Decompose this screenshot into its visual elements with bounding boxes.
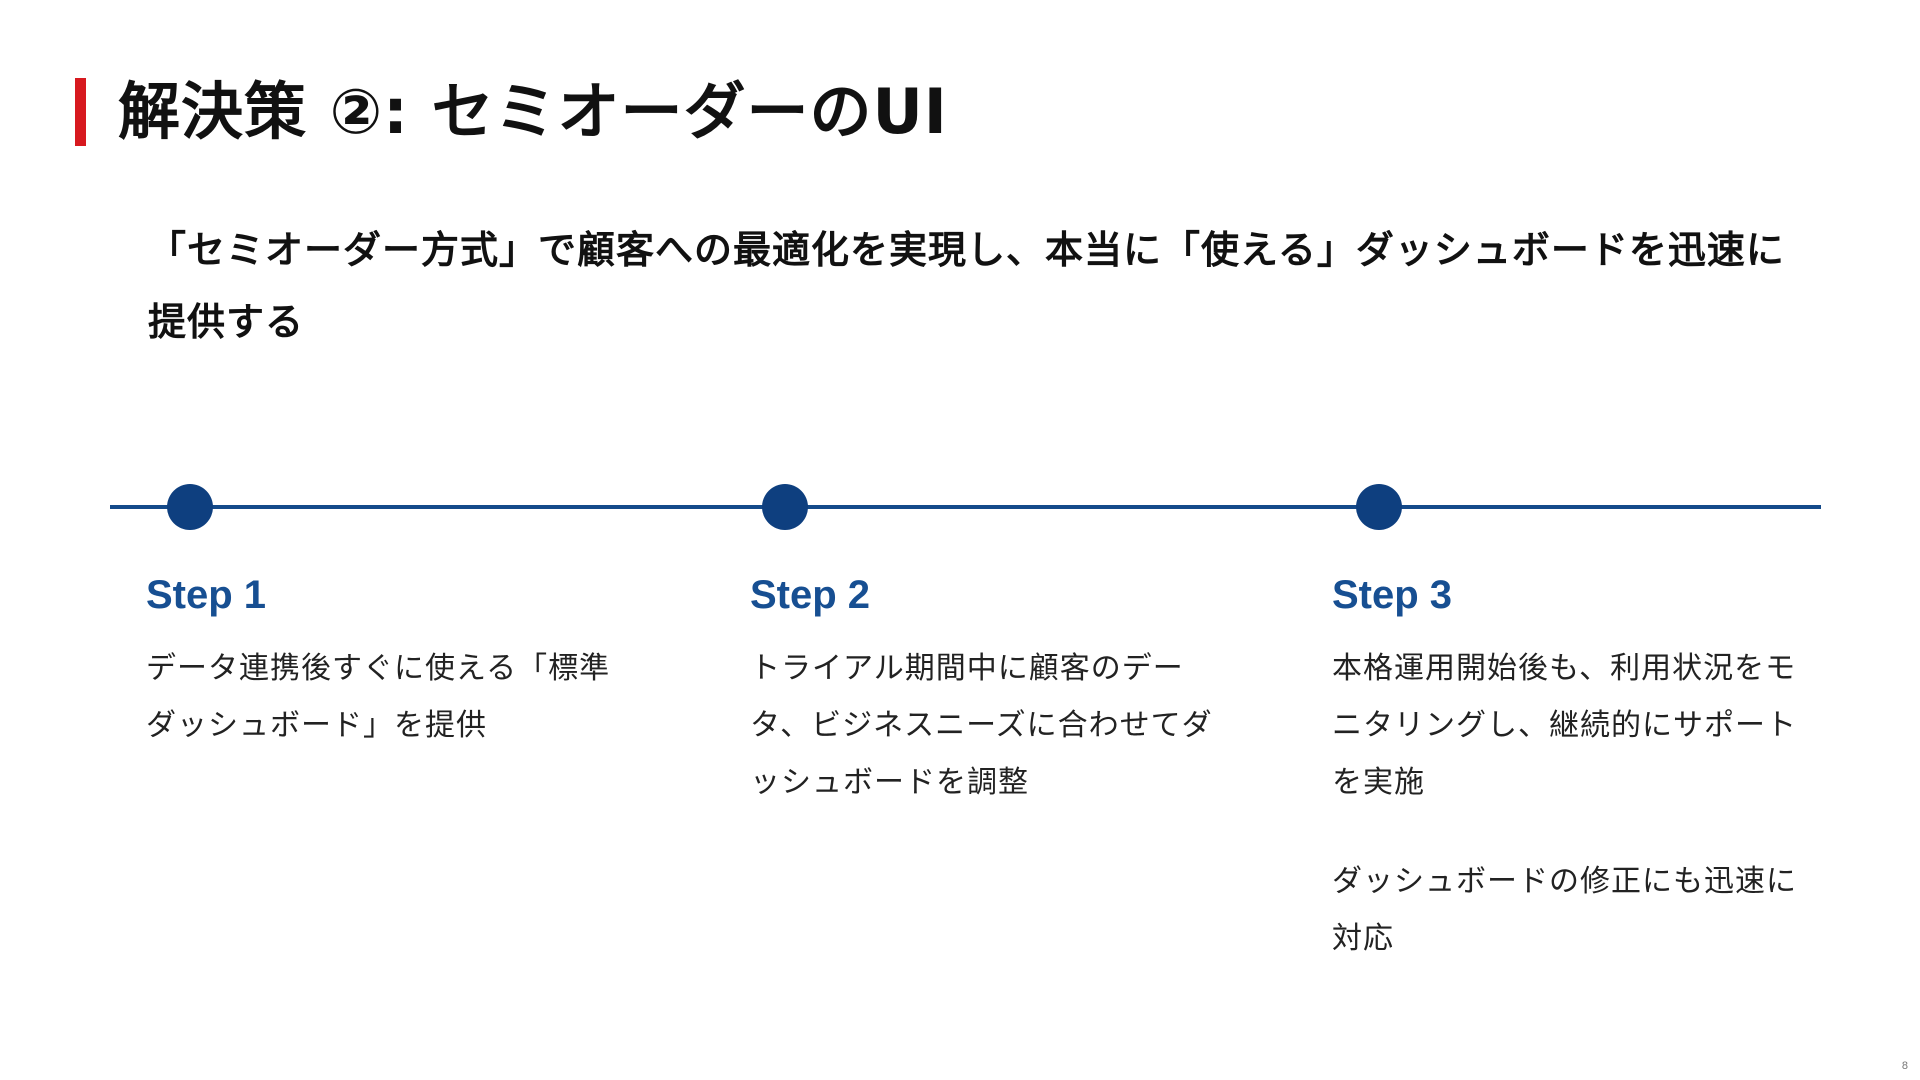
step-3-heading: Step 3 [1332, 573, 1453, 617]
slide-subtitle: 「セミオーダー方式」で顧客への最適化を実現し、本当に「使える」ダッシュボードを迅… [148, 228, 1785, 344]
step-1: Step 1 データ連携後すぐに使える「標準ダッシュボード」を提供 [146, 570, 616, 754]
timeline-dot-step-2 [762, 484, 808, 530]
timeline-line [110, 505, 1821, 509]
step-1-text: データ連携後すぐに使える「標準ダッシュボード」を提供 [146, 651, 611, 743]
step-3-text-1: 本格運用開始後も、利用状況をモニタリングし、継続的にサポートを実施 [1332, 651, 1797, 800]
title-accent-bar [75, 78, 86, 146]
slide-title: 解決策 ②: セミオーダーのUI [118, 75, 948, 148]
timeline-dot-step-1 [167, 484, 213, 530]
timeline-dot-step-3 [1356, 484, 1402, 530]
step-1-heading: Step 1 [146, 573, 267, 617]
step-3: Step 3 本格運用開始後も、利用状況をモニタリングし、継続的にサポートを実施… [1332, 570, 1802, 967]
step-2: Step 2 トライアル期間中に顧客のデータ、ビジネスニーズに合わせてダッシュボ… [750, 570, 1220, 811]
page-number: 8 [1901, 1060, 1908, 1072]
step-2-text: トライアル期間中に顧客のデータ、ビジネスニーズに合わせてダッシュボードを調整 [750, 651, 1213, 800]
step-3-text-2: ダッシュボードの修正にも迅速に対応 [1332, 864, 1797, 956]
step-2-heading: Step 2 [750, 573, 871, 617]
